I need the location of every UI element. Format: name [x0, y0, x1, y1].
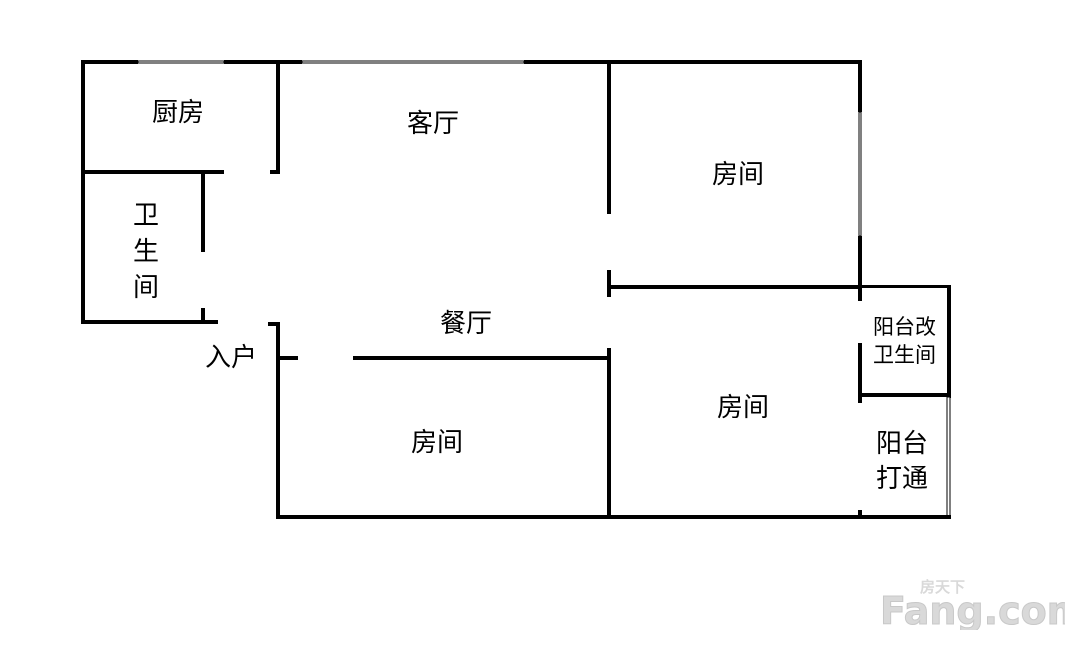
wall-kitchen-bottom — [81, 170, 224, 174]
wall-bath-east-top — [201, 170, 205, 252]
wall-kitchen-east — [276, 60, 280, 174]
wall-balcony-west — [858, 343, 862, 403]
wall-east-mid — [858, 236, 862, 301]
label-balcony-bath-2: 卫生间 — [873, 343, 936, 367]
wall-entrance-stub-top — [268, 322, 280, 326]
wall-center-stub — [607, 270, 611, 297]
wall-ne-bedroom-bottom — [607, 285, 862, 289]
wall-balcony-top — [858, 285, 950, 288]
wall-center-bottom — [607, 348, 611, 519]
label-bathroom-1: 卫 — [133, 201, 159, 231]
label-bedroom-ne: 房间 — [712, 160, 764, 190]
wall-balcony-east-top — [947, 285, 951, 398]
wall-left — [81, 60, 85, 324]
wall-top-right — [524, 60, 862, 64]
label-bathroom-3: 间 — [133, 273, 159, 303]
label-living-room: 客厅 — [407, 109, 459, 139]
wall-top-mid — [224, 60, 302, 64]
window-balcony-east — [946, 396, 951, 518]
wall-center-top — [607, 60, 611, 214]
window-kitchen — [137, 60, 225, 64]
watermark-logo-text: Fang.com — [880, 589, 1065, 630]
wall-balcony-bottom — [858, 515, 951, 519]
label-balcony-bath-1: 阳台改 — [873, 315, 936, 339]
watermark-cn-text: 房天下 — [920, 578, 965, 596]
wall-sw-bedroom-top — [353, 356, 610, 360]
wall-entrance-stub — [280, 356, 298, 360]
label-bedroom-se: 房间 — [717, 393, 769, 423]
label-balcony-1: 阳台 — [876, 429, 928, 459]
wall-top-left — [81, 60, 138, 64]
window-east-bedroom — [858, 111, 862, 237]
label-dining-room: 餐厅 — [440, 309, 492, 339]
watermark-logo: 房天下 Fang.com — [880, 578, 1065, 630]
window-living — [301, 60, 525, 64]
label-balcony-2: 打通 — [876, 464, 928, 494]
wall-east-top — [858, 60, 862, 112]
wall-balcony-west-stub — [858, 510, 862, 519]
label-kitchen: 厨房 — [152, 98, 204, 128]
label-bathroom-2: 生 — [133, 237, 159, 267]
wall-balcony-mid — [858, 393, 951, 397]
wall-entrance-left — [276, 322, 280, 519]
label-entrance: 入户 — [205, 343, 257, 373]
wall-kitchen-door-stub — [270, 170, 280, 174]
label-bedroom-sw: 房间 — [411, 428, 463, 458]
wall-bottom-left — [81, 320, 218, 324]
wall-bottom — [277, 515, 862, 519]
wall-bath-east-bottom — [201, 308, 205, 324]
